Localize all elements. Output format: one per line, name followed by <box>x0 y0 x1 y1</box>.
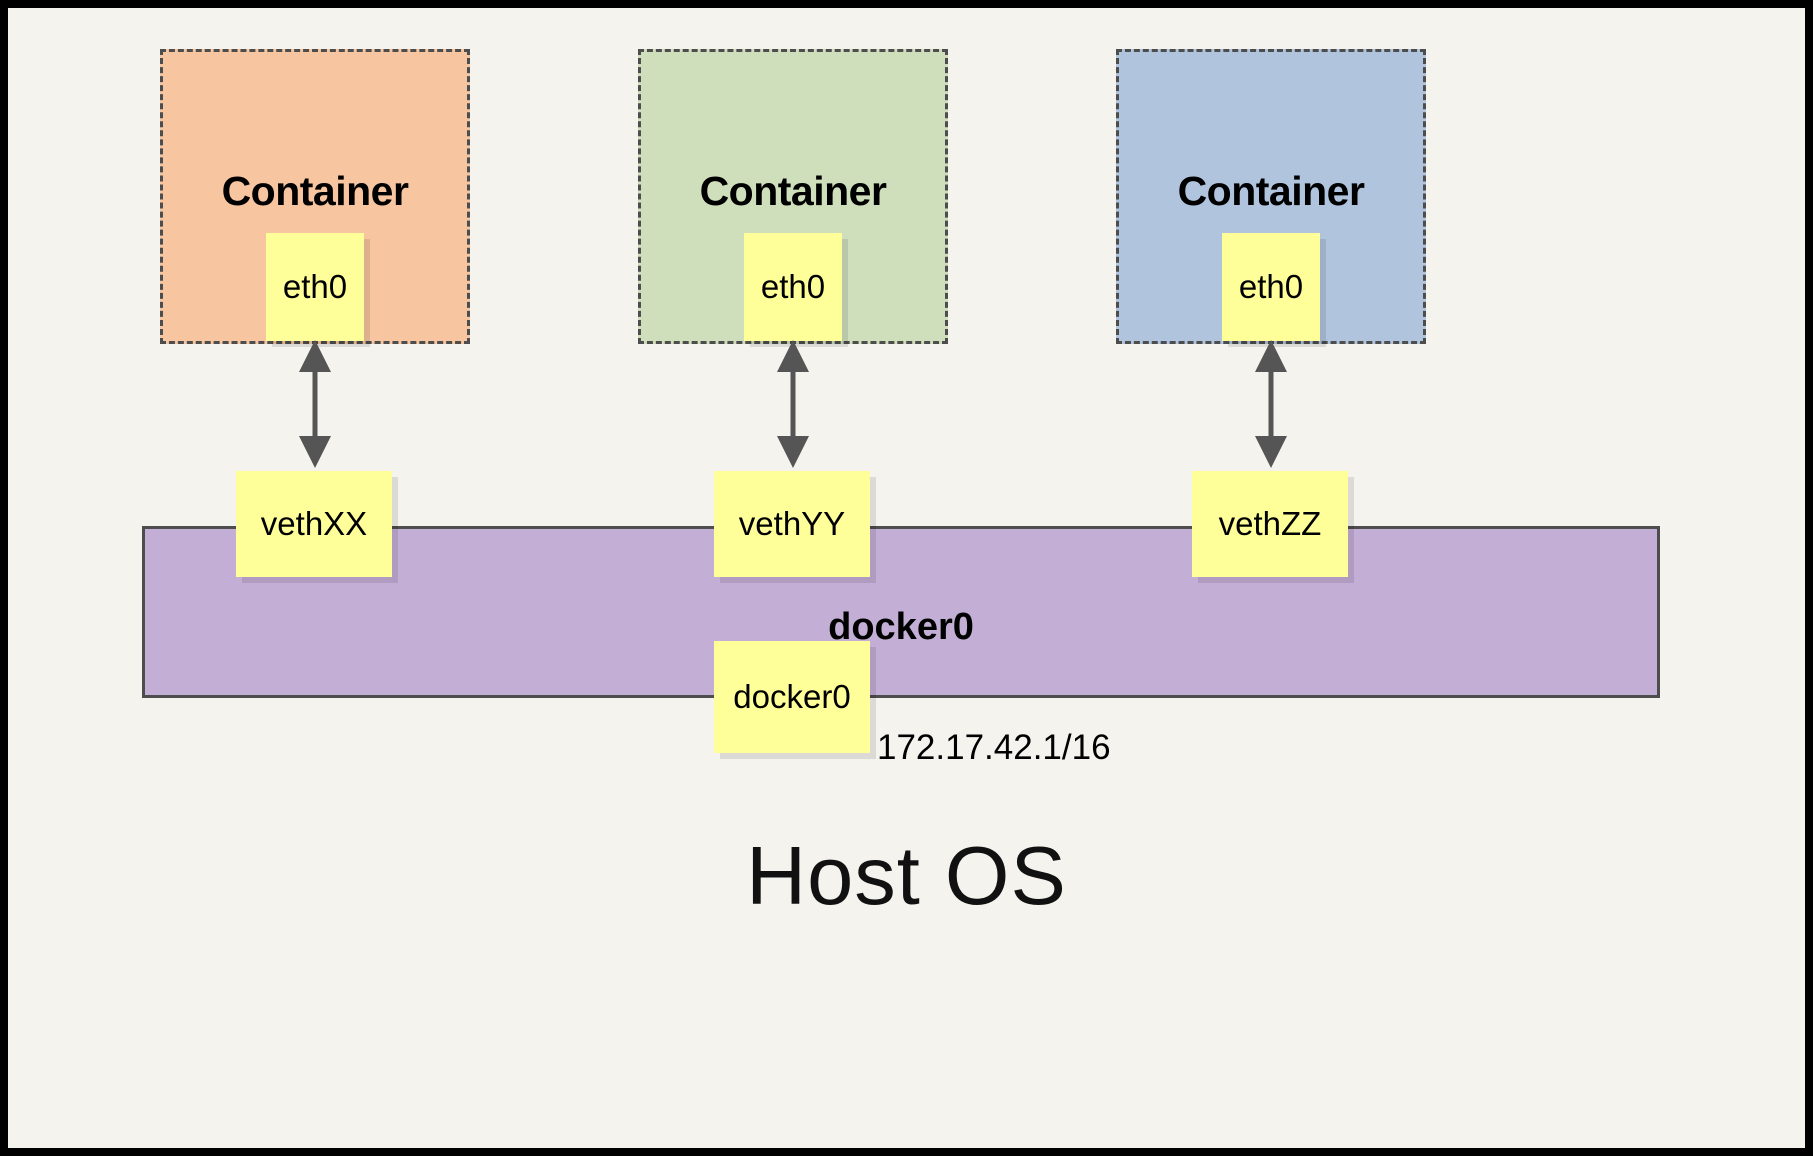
veth-node-2: vethYY <box>714 471 870 577</box>
eth0-node-3: eth0 <box>1222 233 1320 341</box>
container-title-2: Container <box>699 168 887 214</box>
veth-node-3-label: vethZZ <box>1218 505 1322 542</box>
veth-link-arrow-2 <box>777 340 809 468</box>
container-title-1: Container <box>221 168 409 214</box>
eth0-node-2: eth0 <box>744 233 842 341</box>
docker0-interface-label: docker0 <box>733 678 851 715</box>
eth0-node-1-label: eth0 <box>282 268 348 305</box>
docker0-bridge-label: docker0 <box>828 606 974 648</box>
eth0-node-1: eth0 <box>266 233 364 341</box>
container-title-3: Container <box>1177 168 1365 214</box>
eth0-node-3-label: eth0 <box>1238 268 1304 305</box>
veth-node-3: vethZZ <box>1192 471 1348 577</box>
eth0-node-2-label: eth0 <box>760 268 826 305</box>
docker0-bridge-bar: docker0 <box>142 526 1660 698</box>
veth-node-2-label: vethYY <box>738 505 846 542</box>
host-os-label: Host OS <box>746 829 1067 922</box>
veth-link-arrow-3 <box>1255 340 1287 468</box>
veth-node-1-label: vethXX <box>260 505 368 542</box>
docker0-interface-node: docker0 <box>714 641 870 753</box>
veth-link-arrow-1 <box>299 340 331 468</box>
docker0-ip-address: 172.17.42.1/16 <box>877 728 1111 767</box>
diagram-stage: Container eth0 Container eth0 Container … <box>8 8 1805 1148</box>
veth-node-1: vethXX <box>236 471 392 577</box>
